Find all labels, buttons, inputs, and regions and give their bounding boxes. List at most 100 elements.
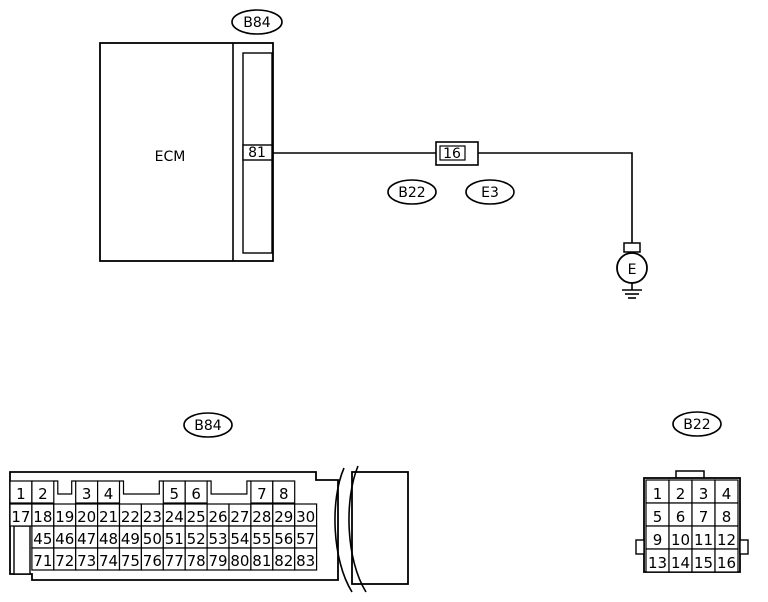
joint-pin-label: 16 — [443, 146, 461, 162]
pin-number: 3 — [699, 485, 709, 503]
pin-cell: 82 — [272, 547, 296, 571]
pin-number: 51 — [165, 530, 184, 548]
pin-number: 1 — [16, 485, 26, 503]
pin-cell: 51 — [162, 525, 186, 549]
pin-number: 46 — [55, 530, 74, 548]
b22-right-tab — [739, 539, 749, 555]
pin-cell: 54 — [228, 525, 252, 549]
pin-cell: 18 — [31, 503, 55, 527]
pin-number: 12 — [717, 531, 736, 549]
pin-number: 76 — [143, 552, 162, 570]
pin-cell: 7 — [250, 480, 274, 504]
svg-text:B22: B22 — [683, 417, 710, 433]
pin-number: 24 — [165, 508, 184, 526]
pin-number: 83 — [296, 552, 315, 570]
pin-cell: 8 — [272, 480, 296, 504]
ground-terminal: E — [616, 242, 648, 299]
ecm-pin-label: 81 — [248, 145, 266, 161]
pin-number: 72 — [55, 552, 74, 570]
pin-cell: 19 — [53, 503, 77, 527]
pin-number: 6 — [676, 508, 686, 526]
pin-number: 9 — [653, 531, 663, 549]
pin-number: 82 — [274, 552, 293, 570]
pin-number: 1 — [653, 485, 663, 503]
pin-number: 78 — [187, 552, 206, 570]
pin-number: 71 — [33, 552, 52, 570]
pin-number: 26 — [209, 508, 228, 526]
pin-number: 3 — [82, 485, 92, 503]
pin-number: 29 — [274, 508, 293, 526]
ecm-label: ECM — [155, 149, 186, 165]
pin-cell: 27 — [228, 503, 252, 527]
pin-number: 11 — [694, 531, 713, 549]
b84-notch — [53, 480, 76, 495]
pin-number: 7 — [257, 485, 267, 503]
pin-cell: 5 — [162, 480, 186, 504]
pin-cell: 13 — [645, 548, 670, 573]
pin-number: 8 — [722, 508, 732, 526]
pin-number: 48 — [99, 530, 118, 548]
b84-notch — [119, 480, 164, 495]
pin-cell: 76 — [140, 547, 164, 571]
pin-number: 18 — [33, 508, 52, 526]
pin-cell: 16 — [714, 548, 739, 573]
pin-number: 25 — [187, 508, 206, 526]
pin-number: 79 — [209, 552, 228, 570]
pin-number: 27 — [230, 508, 249, 526]
pin-number: 7 — [699, 508, 709, 526]
pin-cell: 48 — [96, 525, 121, 549]
pin-cell: 6 — [668, 502, 693, 527]
pin-cell: 79 — [206, 547, 230, 571]
pin-cell: 3 — [691, 479, 716, 504]
pin-cell: 83 — [294, 547, 318, 571]
pin-cell: 2 — [31, 480, 55, 504]
b84-key-block — [13, 525, 31, 575]
pin-number: 17 — [11, 508, 30, 526]
pin-cell: 3 — [75, 480, 99, 504]
b22-left-tab — [635, 539, 645, 555]
pin-number: 56 — [274, 530, 293, 548]
ecm-unit: ECM 81 — [99, 42, 274, 262]
wire-joint-to-ground — [478, 152, 633, 243]
pin-number: 14 — [671, 554, 690, 572]
pin-cell: 22 — [118, 503, 142, 527]
pin-number: 16 — [717, 554, 736, 572]
pin-number: 5 — [653, 508, 663, 526]
pin-number: 74 — [99, 552, 118, 570]
pin-cell: 17 — [9, 503, 33, 527]
pin-number: 49 — [121, 530, 140, 548]
pin-number: 23 — [143, 508, 162, 526]
pin-cell: 21 — [96, 503, 121, 527]
svg-text:B22: B22 — [398, 185, 425, 201]
pin-cell: 50 — [140, 525, 164, 549]
connector-b22-tag: B22 — [672, 411, 722, 437]
pin-number: 50 — [143, 530, 162, 548]
pin-number: 20 — [77, 508, 96, 526]
pin-number: 73 — [77, 552, 96, 570]
pin-cell: 23 — [140, 503, 164, 527]
pin-cell: 14 — [668, 548, 693, 573]
pin-number: 54 — [230, 530, 249, 548]
pin-cell: 12 — [714, 525, 739, 550]
pin-number: 5 — [169, 485, 179, 503]
pin-cell: 26 — [206, 503, 230, 527]
pin-number: 45 — [33, 530, 52, 548]
pin-cell: 15 — [691, 548, 716, 573]
pin-number: 2 — [38, 485, 48, 503]
svg-text:B84: B84 — [194, 418, 222, 434]
pin-cell: 24 — [162, 503, 186, 527]
pin-number: 4 — [104, 485, 114, 503]
pin-cell: 4 — [714, 479, 739, 504]
b84-latch — [351, 471, 409, 585]
pin-cell: 53 — [206, 525, 230, 549]
pin-cell: 74 — [96, 547, 121, 571]
pin-number: 47 — [77, 530, 96, 548]
pin-number: 52 — [187, 530, 206, 548]
pin-cell: 45 — [31, 525, 55, 549]
pin-cell: 52 — [184, 525, 208, 549]
pin-number: 81 — [252, 552, 271, 570]
pin-number: 21 — [99, 508, 118, 526]
pin-cell: 28 — [250, 503, 274, 527]
